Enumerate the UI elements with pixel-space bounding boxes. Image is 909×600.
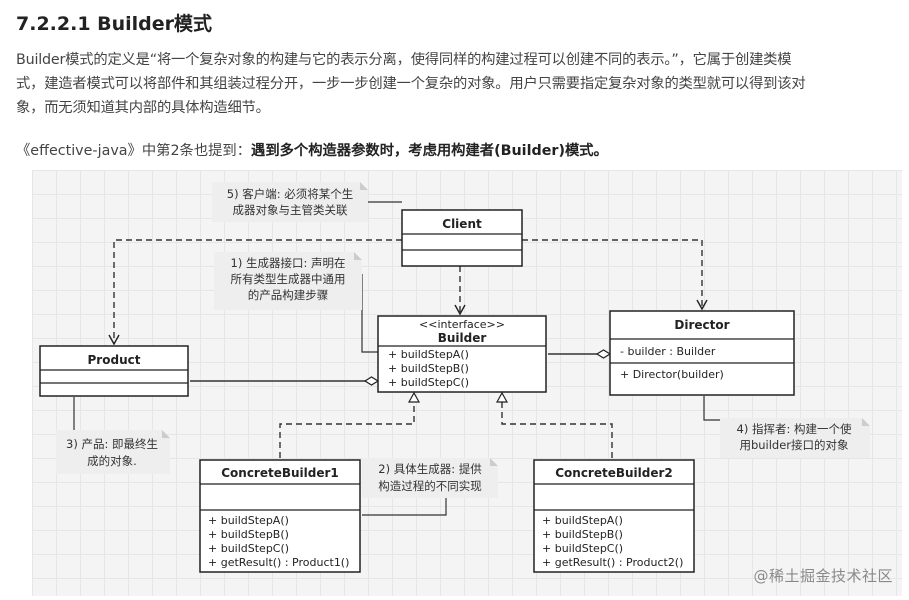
concrete2-method-getresult: + getResult() : Product2() [542,556,683,569]
note-concrete-line-2: 构造过程的不同实现 [378,479,482,493]
concrete1-method-getresult: + getResult() : Product1() [208,556,349,569]
builder-stereotype: <<interface>> [419,318,505,331]
note-product-line-2: 成的对象. [87,454,137,468]
note-director-connector [703,396,720,421]
quote-emphasis: 遇到多个构造器参数时，考虑用构建者(Builder)模式。 [251,143,608,159]
note-concrete-connector [362,498,447,516]
concrete2-method-b: + buildStepB() [542,528,623,541]
builder-class-name: Builder [438,331,487,345]
concrete2-method-a: + buildStepA() [542,514,623,527]
note-client: 5) 客户端: 必须将某个生 成器对象与主管类关联 [212,182,368,222]
note-director-line-2: 用builder接口的对象 [739,438,848,452]
note-client-line-1: 5) 客户端: 必须将某个生 [227,187,354,201]
note-director: 4) 指挥者: 构建一个使 用builder接口的对象 [720,418,870,458]
section-heading: 7.2.2.1 Builder模式 [16,13,213,35]
class-builder: <<interface>> Builder + buildStepA() + b… [377,315,547,393]
note-builder-connector [361,274,378,353]
builder-method-a: + buildStepA() [388,348,469,361]
builder-uml-diagram: 5) 客户端: 必须将某个生 成器对象与主管类关联 1) 生成器接口: 声明在 … [32,170,902,596]
concrete1-method-b: + buildStepB() [208,528,289,541]
note-director-line-1: 4) 指挥者: 构建一个使 [737,422,852,436]
director-method-constructor: + Director(builder) [620,368,724,381]
client-class-name: Client [442,217,482,231]
class-concrete-builder-1: ConcreteBuilder1 + buildStepA() + buildS… [199,459,361,573]
class-director: Director - builder : Builder + Director(… [609,310,795,396]
paragraph-line-3: 象，而无须知道其内部的具体构造细节。 [16,100,270,116]
concrete2-method-c: + buildStepC() [542,542,623,555]
paragraph-line-1: Builder模式的定义是“将一个复杂对象的构建与它的表示分离，使得同样的构建过… [16,52,792,68]
note-concrete-line-1: 2) 具体生成器: 提供 [378,462,482,476]
note-concrete: 2) 具体生成器: 提供 构造过程的不同实现 [362,458,498,498]
paragraph-line-2: 式，建造者模式可以将部件和其组装过程分开，一步一步创建一个复杂的对象。用户只需要… [16,76,806,92]
concrete2-realization [502,393,613,458]
class-client: Client [401,209,523,267]
director-field-builder: - builder : Builder [620,345,716,358]
concrete1-method-c: + buildStepC() [208,542,289,555]
note-product: 3) 产品: 即最终生 成的对象. [56,430,170,474]
concrete1-class-name: ConcreteBuilder1 [221,466,339,480]
client-director-dependency [522,239,708,311]
client-product-dependency [108,239,402,346]
builder-method-b: + buildStepB() [388,362,469,375]
class-concrete-builder-2: ConcreteBuilder2 + buildStepA() + buildS… [533,459,695,573]
class-product: Product [39,345,189,397]
definition-paragraph: Builder模式的定义是“将一个复杂对象的构建与它的表示分离，使得同样的构建过… [16,48,896,120]
note-builder-line-3: 的产品构建步骤 [248,288,329,302]
watermark: @稀土掘金技术社区 [753,567,893,585]
quote-prefix: 《effective-java》中第2条也提到： [16,143,252,159]
note-product-line-1: 3) 产品: 即最终生 [66,437,158,451]
director-class-name: Director [674,318,729,332]
note-client-line-2: 成器对象与主管类关联 [233,203,348,217]
note-builder-line-2: 所有类型生成器中通用 [231,272,346,286]
concrete1-method-a: + buildStepA() [208,514,289,527]
note-builder-line-1: 1) 生成器接口: 声明在 [231,256,346,270]
note-builder: 1) 生成器接口: 声明在 所有类型生成器中通用 的产品构建步骤 [214,252,362,310]
effective-java-quote: 《effective-java》中第2条也提到：遇到多个构造器参数时，考虑用构建… [16,140,608,162]
concrete1-realization [279,393,414,458]
uml-canvas: 5) 客户端: 必须将某个生 成器对象与主管类关联 1) 生成器接口: 声明在 … [39,182,870,573]
product-class-name: Product [88,353,141,367]
builder-method-c: + buildStepC() [388,376,469,389]
concrete2-class-name: ConcreteBuilder2 [555,466,673,480]
